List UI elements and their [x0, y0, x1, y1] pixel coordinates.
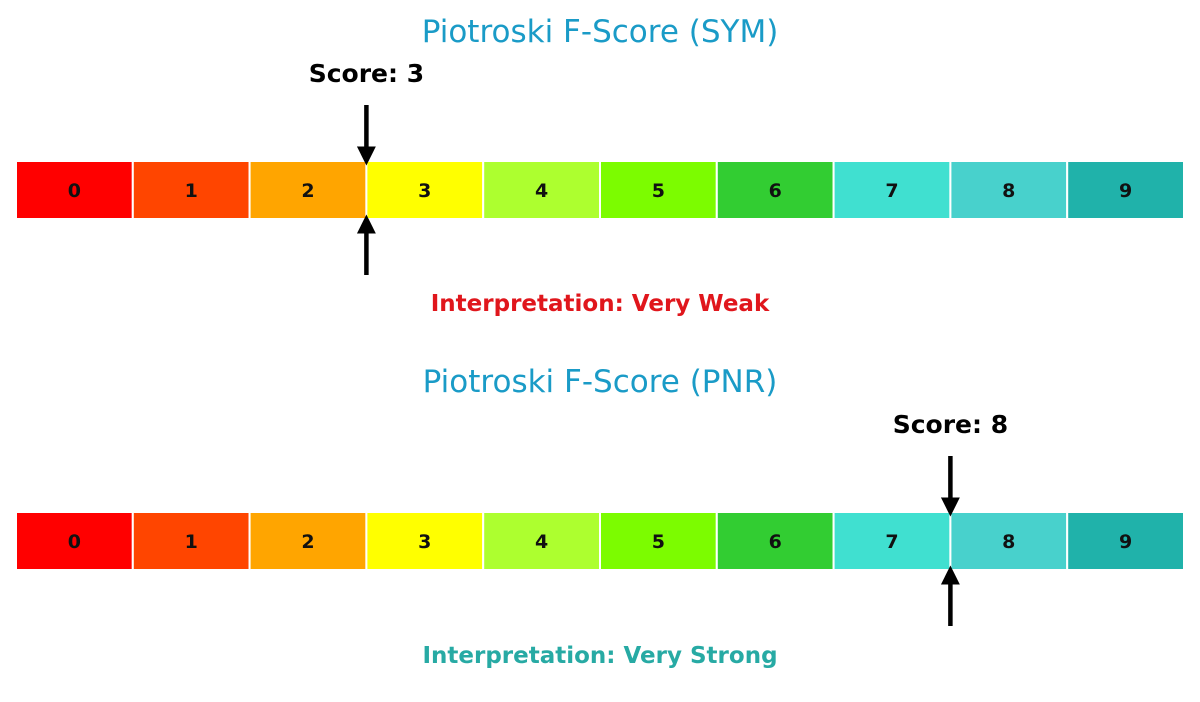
- score-scale: 0 1 2 3 4 5 6 7 8 9: [15, 511, 1185, 571]
- scale-cell-label: 0: [68, 180, 81, 202]
- scale-cell-9: [1066, 511, 1185, 571]
- gauge-panel-sym: Piotroski F-Score (SYM) Score: 3 0 1 2 3 4 5 6…: [15, 14, 1185, 317]
- gauge-panel-pnr: Piotroski F-Score (PNR) Score: 8 0 1 2 3 4 5 6…: [15, 364, 1185, 669]
- scale-cell-9: [1066, 160, 1185, 220]
- scale-cell-label: 8: [1002, 531, 1015, 553]
- panel-title: Piotroski F-Score (SYM): [422, 14, 779, 50]
- scale-cell-label: 6: [769, 531, 782, 553]
- scale-cell-label: 5: [652, 180, 665, 202]
- scale-cell-6: [715, 160, 835, 220]
- scale-cell-label: 2: [301, 531, 314, 553]
- scale-cell-label: 9: [1119, 531, 1132, 553]
- scale-cell-0: [15, 160, 134, 220]
- scale-cell-7: [832, 160, 952, 220]
- scale-cell-label: 3: [418, 180, 431, 202]
- scale-cell-label: 0: [68, 531, 81, 553]
- scale-cell-label: 3: [418, 531, 431, 553]
- scale-cell-label: 7: [885, 531, 898, 553]
- scale-cell-label: 1: [185, 180, 198, 202]
- scale-cell-6: [715, 511, 835, 571]
- scale-cell-3: [365, 511, 485, 571]
- scale-cell-4: [482, 160, 602, 220]
- scale-cell-1: [131, 511, 251, 571]
- scale-cell-5: [599, 511, 718, 571]
- scale-cell-label: 5: [652, 531, 665, 553]
- scale-cell-label: 7: [885, 180, 898, 202]
- scale-cell-label: 2: [301, 180, 314, 202]
- scale-cell-5: [599, 160, 718, 220]
- scale-cell-label: 1: [185, 531, 198, 553]
- score-label: Score: 3: [309, 59, 424, 88]
- scale-cell-8: [949, 160, 1069, 220]
- scale-cell-label: 8: [1002, 180, 1015, 202]
- scale-cell-label: 4: [535, 531, 548, 553]
- interpretation-label: Interpretation: Very Strong: [422, 643, 777, 669]
- scale-cell-label: 9: [1119, 180, 1132, 202]
- scale-cell-2: [248, 160, 368, 220]
- scale-cell-4: [482, 511, 602, 571]
- scale-cell-label: 6: [769, 180, 782, 202]
- interpretation-label: Interpretation: Very Weak: [431, 291, 770, 317]
- scale-cell-label: 4: [535, 180, 548, 202]
- scale-cell-1: [131, 160, 251, 220]
- panel-title: Piotroski F-Score (PNR): [423, 364, 778, 400]
- score-scale: 0 1 2 3 4 5 6 7 8 9: [15, 160, 1185, 220]
- score-label: Score: 8: [893, 410, 1008, 439]
- scale-cell-0: [15, 511, 134, 571]
